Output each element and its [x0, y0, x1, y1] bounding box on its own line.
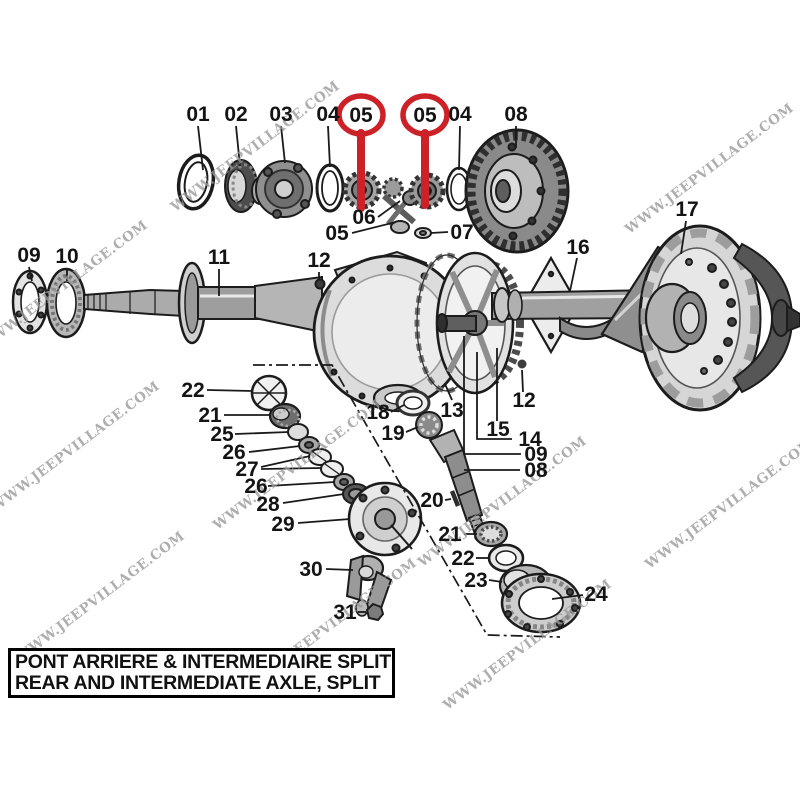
yoke-30 — [345, 554, 393, 616]
part-label-14: 14 — [518, 428, 542, 451]
part-label-06: 06 — [352, 206, 375, 229]
flange-gasket-10 — [45, 267, 87, 339]
pinion-bearing-19 — [415, 411, 443, 439]
hub-flange-29 — [347, 481, 423, 557]
part-label-03: 03 — [269, 103, 292, 126]
part-label-21: 21 — [198, 404, 222, 427]
part-label-28: 28 — [256, 493, 280, 516]
caption-box: PONT ARRIERE & INTERMEDIAIRE SPLIT REAR … — [8, 648, 395, 698]
part-label-05: 05 — [325, 222, 349, 245]
part-label-31: 31 — [333, 601, 357, 624]
part-label-08: 08 — [504, 103, 528, 126]
part-label-11: 11 — [208, 246, 231, 269]
part-label-13: 13 — [440, 399, 463, 422]
watermark-text: WWW.JEEPVILLAGE.COM — [0, 378, 163, 516]
part-label-12: 12 — [307, 249, 330, 272]
part-label-18: 18 — [366, 401, 390, 424]
part-label-16: 16 — [566, 236, 589, 259]
thrust-washer-07 — [414, 227, 432, 239]
right-axle-tube-16 — [491, 287, 661, 340]
part-label-25: 25 — [210, 423, 234, 446]
part-label-26: 26 — [222, 441, 245, 464]
washers-27 — [308, 448, 344, 478]
retainer-ring-01 — [176, 153, 216, 211]
watermark-text: WWW.JEEPVILLAGE.COM — [12, 528, 188, 666]
pinion-seal-18 — [395, 389, 431, 417]
watermark-text: WWW.JEEPVILLAGE.COM — [641, 435, 800, 573]
part-label-30: 30 — [299, 558, 322, 581]
brake-drum-17 — [638, 224, 800, 412]
part-label-10: 10 — [55, 245, 78, 268]
part-label-04: 04 — [316, 103, 340, 126]
differential-case-03 — [251, 160, 313, 219]
ring-gear-14-edge — [456, 261, 524, 385]
bearing-cone-26-upper — [298, 436, 320, 454]
hub-washer-22-upper — [250, 374, 288, 412]
leader-lines — [28, 125, 687, 638]
watermark-text: WWW.JEEPVILLAGE.COM — [621, 100, 797, 238]
cotter-pin-20 — [449, 490, 461, 507]
part-label-19: 19 — [381, 422, 404, 445]
part-label-20: 20 — [420, 489, 443, 512]
part-label-07: 07 — [450, 221, 473, 244]
part-label-29: 29 — [271, 513, 294, 536]
differential-carrier-15 — [435, 251, 515, 395]
part-label-21: 21 — [438, 523, 462, 546]
part-label-05: 05 — [349, 104, 373, 127]
part-label-23: 23 — [464, 569, 487, 592]
bearing-02 — [224, 159, 259, 213]
hub-gasket-24 — [500, 572, 582, 634]
axle-housing-banjo — [254, 250, 468, 413]
spider-gears-06 — [382, 177, 418, 234]
part-label-17: 17 — [675, 198, 698, 221]
diagram-artwork — [11, 128, 800, 634]
part-label-22: 22 — [451, 547, 474, 570]
ring-gear-08 — [464, 128, 570, 254]
axle-shaft-11 — [83, 261, 261, 345]
part-label-02: 02 — [224, 103, 247, 126]
part-label-26: 26 — [244, 475, 267, 498]
caption-line-french: PONT ARRIERE & INTERMEDIAIRE SPLIT — [15, 651, 391, 673]
caption-line-english: REAR AND INTERMEDIATE AXLE, SPLIT — [15, 672, 381, 694]
part-label-05: 05 — [413, 104, 437, 127]
highlight-marks — [336, 93, 450, 212]
part-label-04: 04 — [448, 103, 472, 126]
part-label-22: 22 — [181, 379, 204, 402]
part-label-08: 08 — [524, 459, 548, 482]
part-label-09: 09 — [524, 443, 547, 466]
part-label-27: 27 — [235, 458, 258, 481]
hub-bearing-21-upper — [268, 402, 302, 430]
part-label-24: 24 — [584, 583, 608, 606]
housing-bolt-12-left — [314, 278, 326, 290]
part-label-12: 12 — [512, 389, 535, 412]
shim-ring-04-left — [315, 163, 345, 213]
part-label-15: 15 — [486, 418, 510, 441]
part-label-01: 01 — [186, 103, 210, 126]
part-label-09: 09 — [17, 244, 40, 267]
